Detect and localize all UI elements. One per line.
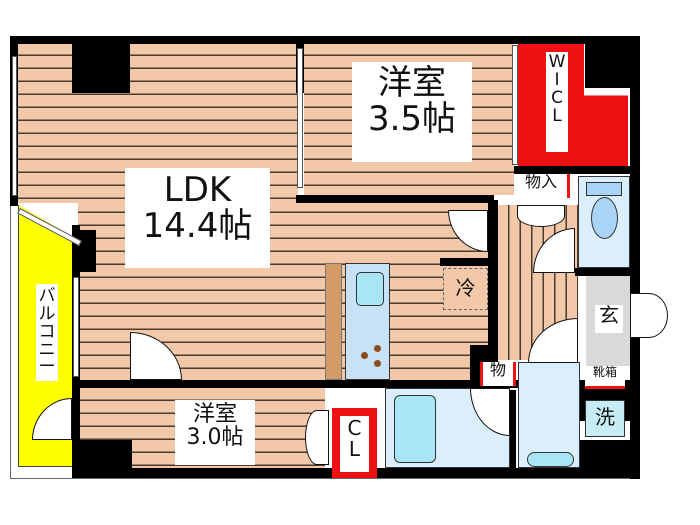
storage-1-label: 物入 bbox=[515, 173, 570, 198]
closet-label: C L bbox=[340, 416, 369, 472]
entrance-label: 玄 bbox=[595, 305, 623, 333]
wall-wash-bottom bbox=[578, 440, 630, 470]
western-room-2-label: 洋室 3.0帖 bbox=[175, 400, 255, 465]
pillar-top bbox=[72, 43, 130, 93]
closet-door[interactable] bbox=[305, 410, 329, 465]
wic-label: W I C L bbox=[546, 52, 568, 152]
storage-door[interactable] bbox=[517, 205, 565, 227]
refrigerator-label: 冷 bbox=[443, 268, 488, 310]
window-room1-left[interactable] bbox=[297, 48, 303, 188]
stove-burner-3 bbox=[374, 360, 381, 367]
storage-2-label: 物 bbox=[480, 361, 516, 386]
window-ldk-left[interactable] bbox=[12, 56, 17, 196]
wall-hall-left bbox=[488, 200, 498, 380]
wall-room1-bottom bbox=[296, 195, 494, 203]
wall-bath-divider bbox=[508, 390, 516, 470]
pillar-left bbox=[72, 230, 96, 272]
wall-wic-right bbox=[585, 43, 630, 88]
balcony-label: バ ル コ ニ ー bbox=[36, 284, 58, 382]
shoe-box-label: 靴箱 bbox=[585, 366, 625, 389]
wall-top bbox=[10, 36, 640, 44]
washroom bbox=[518, 362, 580, 468]
ldk-floor-mid bbox=[296, 200, 488, 210]
window-balcony-ldk[interactable] bbox=[73, 277, 79, 377]
washer-label: 洗 bbox=[585, 400, 625, 437]
stove-burner-2 bbox=[361, 352, 368, 359]
wall-room2-top bbox=[80, 380, 640, 388]
toilet-tank-icon bbox=[586, 182, 622, 196]
toilet-bowl-icon bbox=[591, 197, 618, 239]
wall-wic-bottom bbox=[514, 166, 630, 174]
western-room-1-label: 洋室 3.5帖 bbox=[352, 62, 472, 162]
entrance-door[interactable] bbox=[630, 293, 668, 338]
bathtub-icon bbox=[394, 395, 436, 463]
window-wic[interactable] bbox=[512, 45, 518, 165]
wall-room2-pillar bbox=[80, 440, 132, 470]
kitchen-counter-side bbox=[325, 263, 342, 380]
wall-toilet-bottom bbox=[575, 268, 630, 276]
wall-right bbox=[630, 36, 640, 479]
sink-icon bbox=[356, 272, 384, 306]
wash-basin-icon bbox=[527, 452, 574, 467]
wall-kitchen-top bbox=[440, 258, 490, 266]
ldk-label: LDK 14.4帖 bbox=[125, 168, 270, 268]
stove-burner-1 bbox=[374, 345, 381, 352]
